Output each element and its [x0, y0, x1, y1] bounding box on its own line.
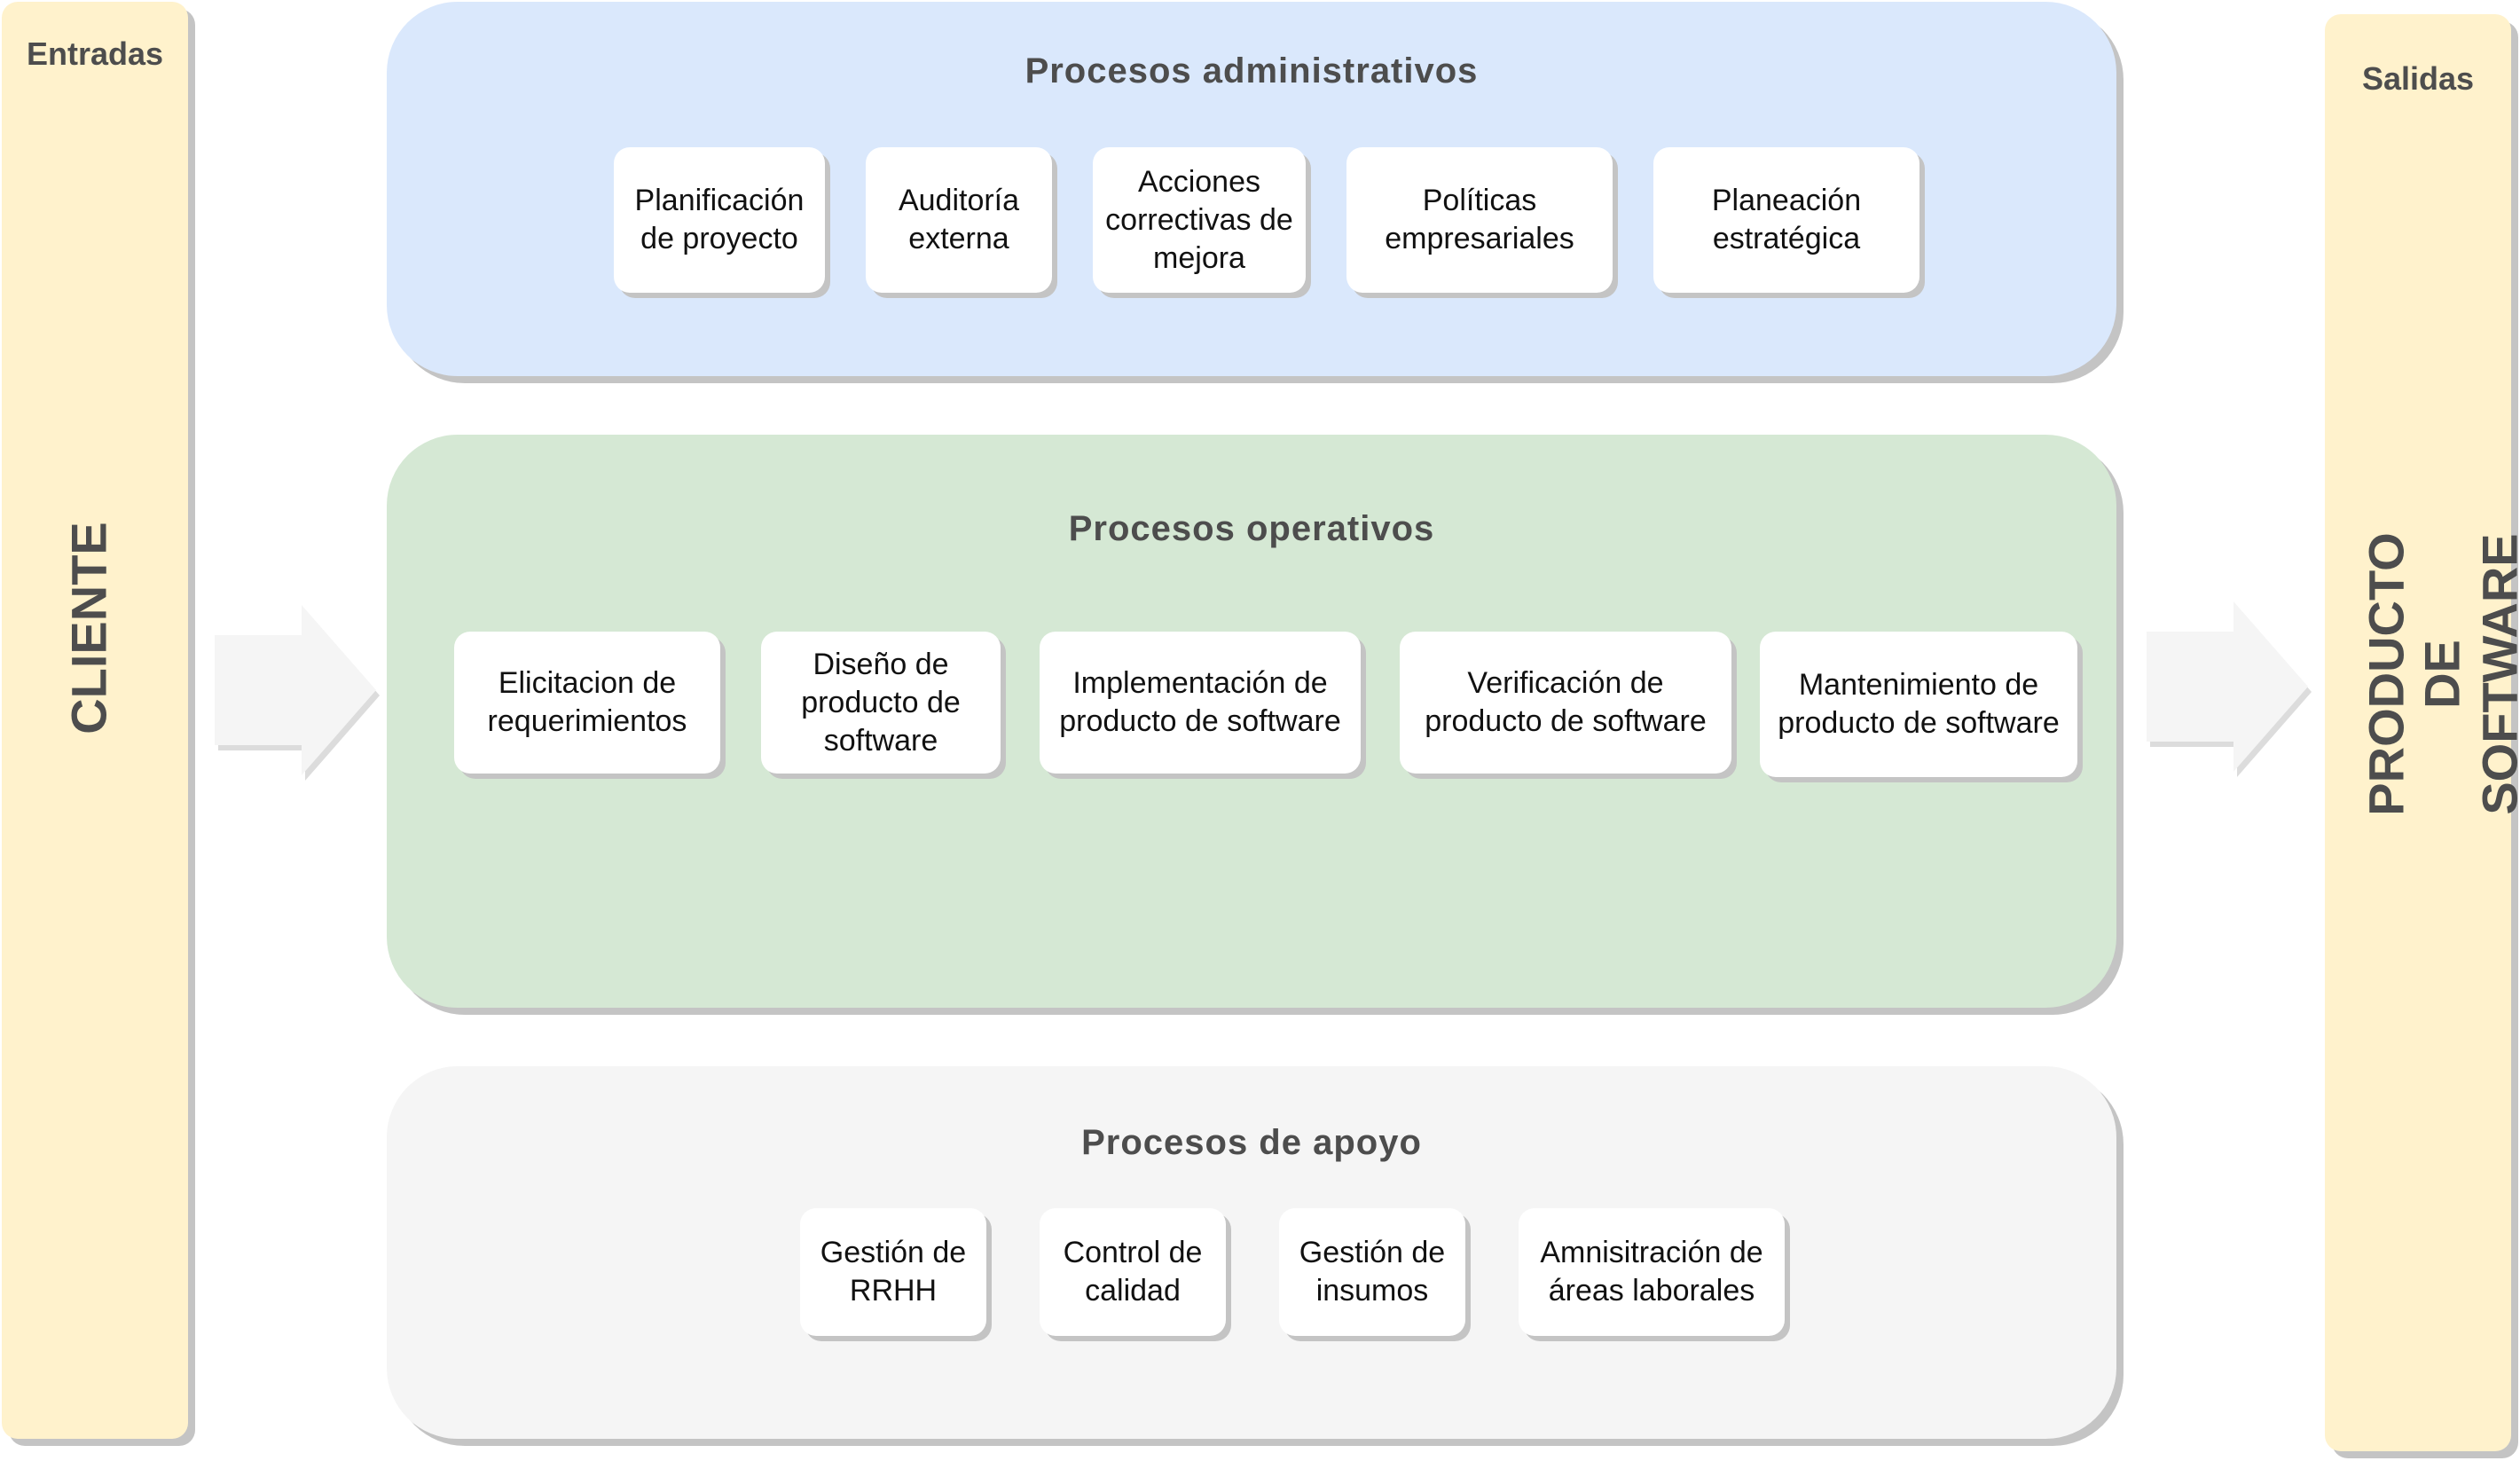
support-processes-title: Procesos de apoyo: [1081, 1123, 1422, 1162]
process-label: Gestión de insumos: [1299, 1236, 1446, 1308]
process-label: Verificación de producto de software: [1425, 666, 1707, 738]
process-label: Políticas empresariales: [1385, 184, 1574, 255]
output-label-line-3: SOFTWARE: [2471, 533, 2520, 815]
output-label-line-1: PRODUCTO: [2358, 532, 2414, 816]
process-label: Amnisitración de áreas laborales: [1540, 1236, 1763, 1308]
inputs-panel: Entradas: [2, 2, 188, 1439]
outputs-title: Salidas: [2361, 60, 2475, 97]
process-label: Elicitacion de requerimientos: [487, 666, 687, 738]
process-box-planeacion: Planeación estratégica: [1653, 147, 1919, 293]
process-box-control-calidad: Control de calidad: [1040, 1208, 1226, 1336]
process-box-implementacion: Implementación de producto de software: [1040, 632, 1361, 774]
process-box-planificacion: Planificación de proyecto: [614, 147, 825, 293]
process-box-gestion-rrhh: Gestión de RRHH: [800, 1208, 986, 1336]
process-label: Implementación de producto de software: [1059, 666, 1341, 738]
process-label: Control de calidad: [1063, 1236, 1203, 1308]
inputs-title: Entradas: [26, 35, 164, 72]
support-processes-group: [387, 1066, 2116, 1439]
process-label: Auditoría externa: [898, 184, 1020, 255]
process-box-mantenimiento: Mantenimiento de producto de software: [1760, 632, 2077, 777]
process-box-elicitacion: Elicitacion de requerimientos: [454, 632, 720, 774]
process-label: Planeación estratégica: [1711, 184, 1862, 255]
administrative-processes-title: Procesos administrativos: [1024, 51, 1479, 90]
process-box-gestion-insumos: Gestión de insumos: [1279, 1208, 1465, 1336]
operative-processes-title: Procesos operativos: [1068, 509, 1435, 548]
client-label: CLIENTE: [60, 522, 117, 734]
process-box-verificacion: Verificación de producto de software: [1400, 632, 1731, 774]
process-box-politicas: Políticas empresariales: [1346, 147, 1613, 293]
process-label: Acciones correctivas de mejora: [1105, 164, 1293, 275]
output-label-line-2: DE: [2414, 640, 2470, 709]
output-arrow-icon: [2147, 601, 2312, 777]
process-box-diseno: Diseño de producto de software: [761, 632, 1001, 774]
process-label: Diseño de producto de software: [801, 647, 961, 758]
outputs-panel: Salidas: [2325, 14, 2511, 1451]
input-arrow-icon: [215, 605, 380, 781]
process-box-auditoria: Auditoría externa: [866, 147, 1052, 293]
process-label: Planificación de proyecto: [634, 184, 805, 255]
process-box-administracion-areas: Amnisitración de áreas laborales: [1519, 1208, 1785, 1336]
process-box-acciones-correctivas: Acciones correctivas de mejora: [1093, 147, 1306, 293]
process-label: Mantenimiento de producto de software: [1778, 668, 2060, 740]
process-label: Gestión de RRHH: [820, 1236, 967, 1308]
